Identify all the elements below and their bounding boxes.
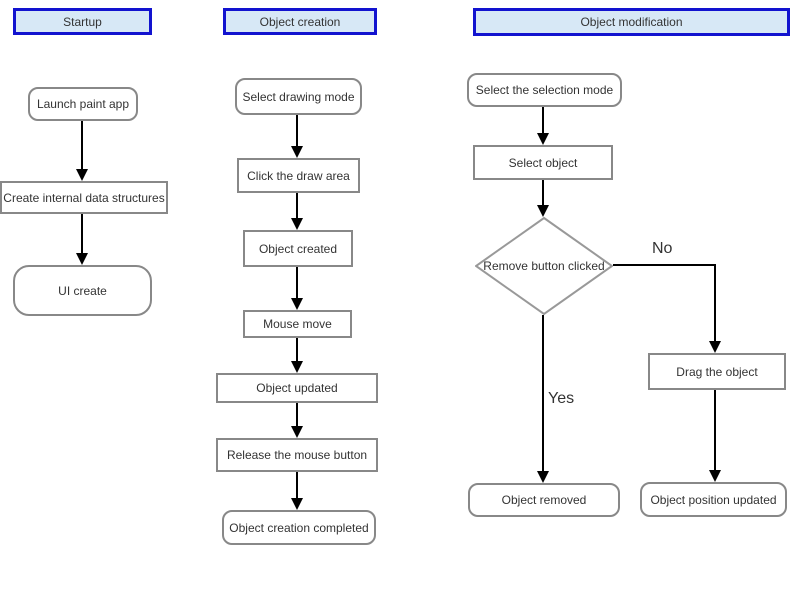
node-object-removed: Object removed: [468, 483, 620, 517]
flow-line: [81, 214, 83, 254]
node-ui-create: UI create: [13, 265, 152, 316]
arrowhead-down-icon: [709, 341, 721, 353]
flow-line: [296, 338, 298, 362]
node-drag-the-object: Drag the object: [648, 353, 786, 390]
decision-remove-button-clicked: Remove button clicked: [475, 217, 613, 315]
arrowhead-down-icon: [291, 146, 303, 158]
node-create-internal-data-structures: Create internal data structures: [0, 181, 168, 214]
node-select-object: Select object: [473, 145, 613, 180]
arrowhead-down-icon: [291, 298, 303, 310]
node-click-the-draw-area: Click the draw area: [237, 158, 360, 193]
arrowhead-down-icon: [709, 470, 721, 482]
arrowhead-down-icon: [76, 253, 88, 265]
arrowhead-down-icon: [537, 471, 549, 483]
node-object-position-updated: Object position updated: [640, 482, 787, 517]
arrowhead-down-icon: [291, 218, 303, 230]
node-select-the-selection-mode: Select the selection mode: [467, 73, 622, 107]
flow-line: [296, 267, 298, 299]
arrowhead-down-icon: [291, 361, 303, 373]
flow-line: [296, 115, 298, 147]
node-object-created: Object created: [243, 230, 353, 267]
arrowhead-down-icon: [291, 426, 303, 438]
flow-line-no: [714, 264, 716, 342]
flow-line: [296, 403, 298, 427]
arrowhead-down-icon: [291, 498, 303, 510]
flow-line: [714, 390, 716, 471]
node-select-drawing-mode: Select drawing mode: [235, 78, 362, 115]
edge-label-yes: Yes: [548, 390, 575, 407]
flow-line: [81, 121, 83, 170]
node-object-creation-completed: Object creation completed: [222, 510, 376, 545]
node-mouse-move: Mouse move: [243, 310, 352, 338]
node-object-updated: Object updated: [216, 373, 378, 403]
flow-line: [296, 472, 298, 499]
arrowhead-down-icon: [537, 133, 549, 145]
lane-header-object-creation: Object creation: [223, 8, 377, 35]
edge-label-no: No: [652, 240, 673, 257]
flow-line-no: [613, 264, 716, 266]
arrowhead-down-icon: [76, 169, 88, 181]
lane-header-startup: Startup: [13, 8, 152, 35]
flow-line: [542, 180, 544, 206]
node-release-the-mouse-button: Release the mouse button: [216, 438, 378, 472]
flow-line-yes: [542, 315, 544, 472]
flow-line: [542, 107, 544, 134]
lane-header-object-modification: Object modification: [473, 8, 790, 36]
diamond-shape-icon: [475, 217, 613, 315]
flow-line: [296, 193, 298, 219]
node-launch-paint-app: Launch paint app: [28, 87, 138, 121]
decision-label: Remove button clicked: [483, 259, 605, 273]
arrowhead-down-icon: [537, 205, 549, 217]
